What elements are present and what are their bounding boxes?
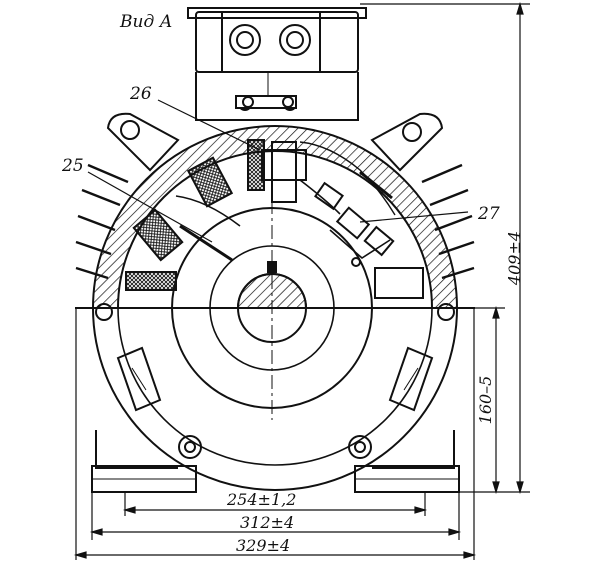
dimension-base-width: 312±4 — [240, 513, 295, 532]
dimension-overall-width: 329±4 — [236, 536, 291, 555]
terminal-box — [187, 7, 367, 121]
callout-27: 27 — [478, 204, 500, 224]
callout-leaders — [87, 99, 469, 243]
pole-coils — [125, 139, 424, 299]
dimension-lines — [73, 1, 530, 560]
dimension-shaft-height: 160–5 — [476, 375, 495, 425]
lifting-ears — [106, 112, 444, 172]
bearing-shield — [171, 200, 373, 420]
cooling-fins-right — [421, 163, 475, 280]
view-title: Вид А — [120, 12, 173, 32]
dimension-mount-width: 254±1,2 — [227, 490, 297, 509]
brush-holders — [261, 141, 396, 267]
callout-25: 25 — [62, 156, 84, 176]
lower-end-shield — [91, 303, 460, 493]
dimension-overall-height: 409±4 — [505, 230, 524, 286]
callout-26: 26 — [130, 84, 152, 104]
